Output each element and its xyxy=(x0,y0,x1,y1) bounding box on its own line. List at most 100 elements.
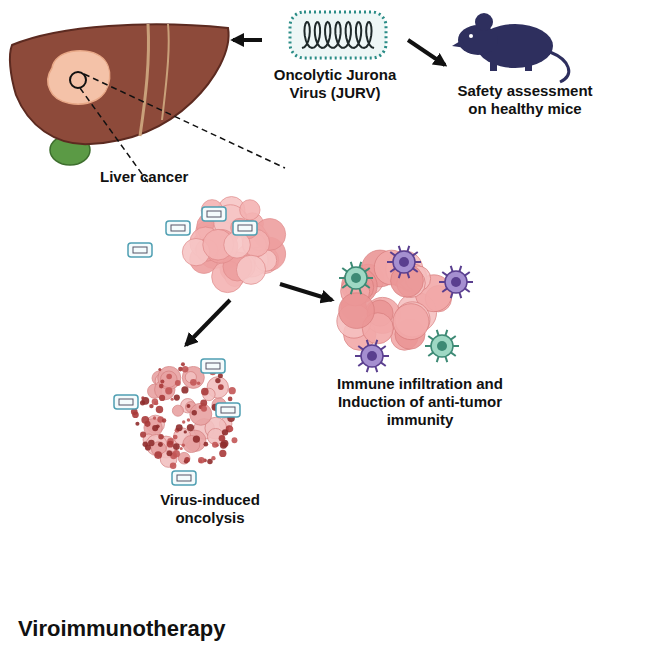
liver-ligament xyxy=(162,24,169,120)
tumor-focus xyxy=(70,72,86,88)
cell xyxy=(148,440,155,447)
cell xyxy=(181,362,185,366)
cell xyxy=(156,424,160,428)
node-label: Liver cancer xyxy=(100,168,230,186)
cell xyxy=(158,366,181,389)
immune-cell xyxy=(387,246,421,278)
cell xyxy=(181,386,188,393)
cell xyxy=(178,452,190,464)
cell xyxy=(152,399,158,405)
cell xyxy=(215,378,220,383)
cell xyxy=(173,450,180,457)
cell xyxy=(197,382,201,386)
virus-genome xyxy=(133,247,147,253)
cell xyxy=(173,443,180,450)
cell xyxy=(190,379,197,386)
cell xyxy=(219,435,226,442)
cell xyxy=(158,434,163,439)
node-label: Immune infiltration and Induction of ant… xyxy=(337,375,503,429)
cell xyxy=(174,394,180,400)
cell xyxy=(211,456,215,460)
cell xyxy=(393,304,429,340)
flow-arrow xyxy=(408,40,445,65)
virus-particles xyxy=(114,207,257,485)
process-arrow xyxy=(280,284,332,300)
cell xyxy=(193,435,200,442)
cell xyxy=(156,406,163,413)
cell xyxy=(178,367,183,372)
cell xyxy=(149,404,153,408)
cell xyxy=(182,420,185,423)
cell xyxy=(162,418,166,422)
cell xyxy=(170,463,177,470)
cell xyxy=(204,442,209,447)
cell xyxy=(135,422,139,426)
virus-genome xyxy=(238,225,252,231)
immune-node: Immune infiltration and Induction of ant… xyxy=(310,245,530,435)
cell xyxy=(171,398,174,401)
virus-particle xyxy=(201,359,225,373)
cell xyxy=(183,435,200,452)
cell xyxy=(166,374,172,380)
virus-genome xyxy=(119,399,133,405)
cell xyxy=(158,442,163,447)
cell xyxy=(154,451,162,459)
cell xyxy=(192,410,197,415)
virus-particle xyxy=(128,243,152,257)
organ-node: Liver cancer xyxy=(8,20,233,190)
immune-tumor xyxy=(337,246,473,372)
liver-tumor xyxy=(48,51,110,104)
cell xyxy=(232,437,238,443)
cell xyxy=(154,401,158,405)
cell xyxy=(144,421,150,427)
tumor-cluster xyxy=(182,197,285,293)
cell xyxy=(212,442,218,448)
cell xyxy=(173,435,178,440)
virus-particle xyxy=(202,207,226,221)
cell xyxy=(182,366,188,372)
node-label: Virus-induced oncolysis xyxy=(148,491,272,527)
virus-particle xyxy=(216,403,240,417)
cell xyxy=(240,200,260,220)
virus-particle xyxy=(114,395,138,409)
cell xyxy=(176,424,183,431)
virus-genome xyxy=(177,475,191,481)
cell xyxy=(229,387,236,394)
cell xyxy=(159,384,164,389)
cell xyxy=(219,450,226,457)
cell xyxy=(172,405,183,416)
node-label: Safety assessment on healthy mice xyxy=(450,82,600,118)
cell xyxy=(140,432,146,438)
cell xyxy=(198,457,205,464)
cell xyxy=(158,368,161,371)
cell xyxy=(153,416,156,419)
virus-genome xyxy=(221,407,235,413)
cell xyxy=(175,380,181,386)
virus-particle xyxy=(172,471,196,485)
cell xyxy=(201,406,207,412)
cell xyxy=(229,426,234,431)
cell xyxy=(218,384,224,390)
immune-cell xyxy=(339,262,373,294)
immune-cell xyxy=(439,266,473,298)
cell xyxy=(187,404,191,408)
cell xyxy=(201,388,209,396)
immune-cell xyxy=(425,330,459,362)
cell xyxy=(200,400,207,407)
cell xyxy=(222,429,228,435)
cell xyxy=(167,450,173,456)
virus-genome xyxy=(171,225,185,231)
mouse-icon xyxy=(452,13,569,82)
liver-ligament xyxy=(140,24,149,136)
cell xyxy=(184,457,190,463)
cell xyxy=(187,418,191,422)
cell xyxy=(218,373,223,378)
cell xyxy=(190,403,212,425)
flow-arrow xyxy=(233,38,262,42)
zoom-line xyxy=(84,74,285,168)
cell xyxy=(159,395,165,401)
virus-particle xyxy=(233,221,257,235)
cell xyxy=(181,444,185,448)
virus-genome xyxy=(206,363,220,369)
diagram-title: Viroimmunotherapy xyxy=(18,616,225,642)
